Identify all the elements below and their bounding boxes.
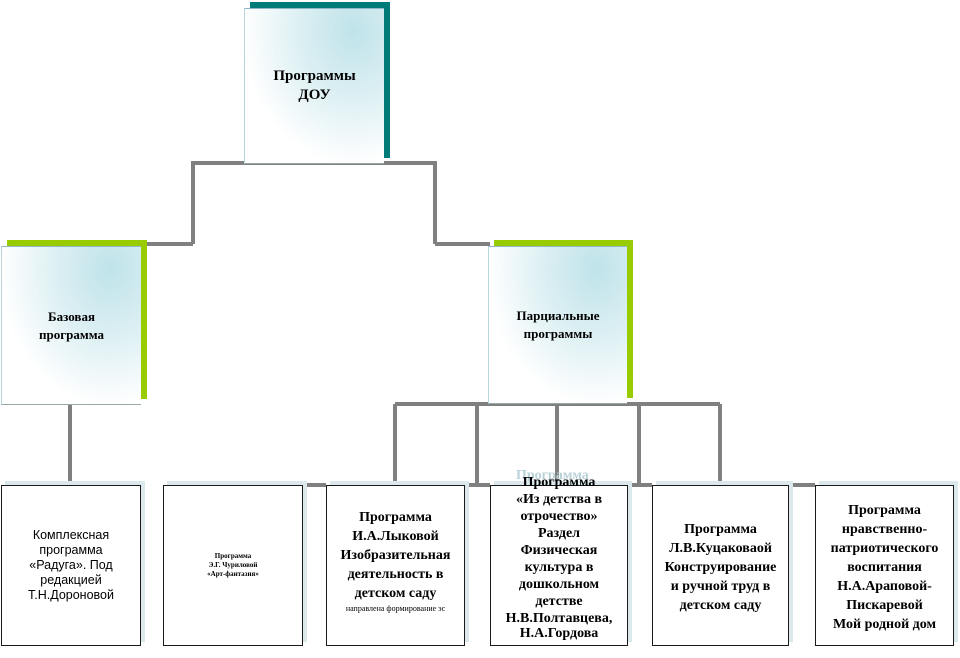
program-box-kutsakova: Программа Л.В.Куцаковаой Конструирование… — [652, 485, 789, 646]
line: И.А.Лыковой — [352, 529, 439, 544]
ghost-text: Программа — [516, 468, 589, 483]
root-title-line2: ДОУ — [298, 87, 331, 103]
program-box-childhood: Программа «Из детства в отрочество» Разд… — [490, 475, 628, 646]
line: Комплексная — [32, 528, 110, 542]
base-title-line1: Базовая — [48, 308, 95, 324]
root-title-line1: Программы — [273, 68, 356, 84]
childhood-text: Программа «Из детства в отрочество» Разд… — [506, 474, 613, 641]
line: культура в — [524, 560, 594, 575]
line: и ручной труд в — [670, 579, 771, 594]
line: «Арт-фантазия» — [207, 570, 259, 578]
line: деятельность в — [347, 567, 444, 582]
line: «Из детства в — [515, 492, 603, 507]
line: Н.А.Гордова — [519, 626, 599, 641]
partial-title-line2: программы — [523, 326, 593, 341]
line: воспитания — [847, 560, 922, 575]
program-box-raduga: Комплексная программа «Радуга». Под реда… — [1, 485, 141, 646]
line: «Радуга». Под — [29, 558, 113, 572]
line: Раздел — [537, 526, 581, 541]
line: нравственно- — [841, 522, 928, 537]
line: Конструирование — [664, 560, 777, 575]
line: Л.В.Куцаковаой — [669, 541, 772, 556]
root-box: Программы ДОУ — [244, 8, 384, 164]
line: Н.А.Араповой- — [837, 579, 932, 594]
line: Программа — [522, 475, 596, 490]
line: программа — [39, 543, 103, 557]
line: Мой родной дом — [832, 617, 937, 632]
line: Программа — [214, 552, 252, 560]
line: Н.В.Полтавцева, — [505, 611, 613, 626]
line: Пискаревой — [846, 598, 923, 613]
line: Программа — [848, 503, 921, 518]
line: детском саду — [354, 586, 437, 601]
line: Э.Г. Чуриловой — [208, 561, 258, 569]
line: редакцией — [40, 573, 102, 587]
note: направлена формирование эс — [345, 604, 446, 613]
line: Программа — [684, 522, 757, 537]
partial-title-line1: Парциальные — [516, 308, 600, 323]
line: детском саду — [679, 598, 762, 613]
line: Изобразительная — [340, 548, 451, 563]
program-box-lykova: Программа И.А.Лыковой Изобразительная де… — [326, 485, 465, 646]
line: детстве — [535, 594, 583, 609]
line: патриотического — [830, 541, 939, 556]
base-title-line2: программа — [39, 326, 104, 342]
program-box-arapova: Программа нравственно- патриотического в… — [815, 485, 954, 646]
partial-programs-box: Парциальные программы — [488, 246, 627, 404]
line: Физическая — [520, 543, 598, 558]
line: Т.Н.Дороновой — [28, 588, 114, 602]
line: дошкольном — [518, 577, 600, 592]
base-program-box: Базовая программа — [1, 246, 141, 405]
program-box-art-fantasy: Программа Э.Г. Чуриловой «Арт-фантазия» — [163, 485, 303, 646]
line: отрочество» — [520, 509, 598, 524]
line: Программа — [359, 510, 432, 525]
